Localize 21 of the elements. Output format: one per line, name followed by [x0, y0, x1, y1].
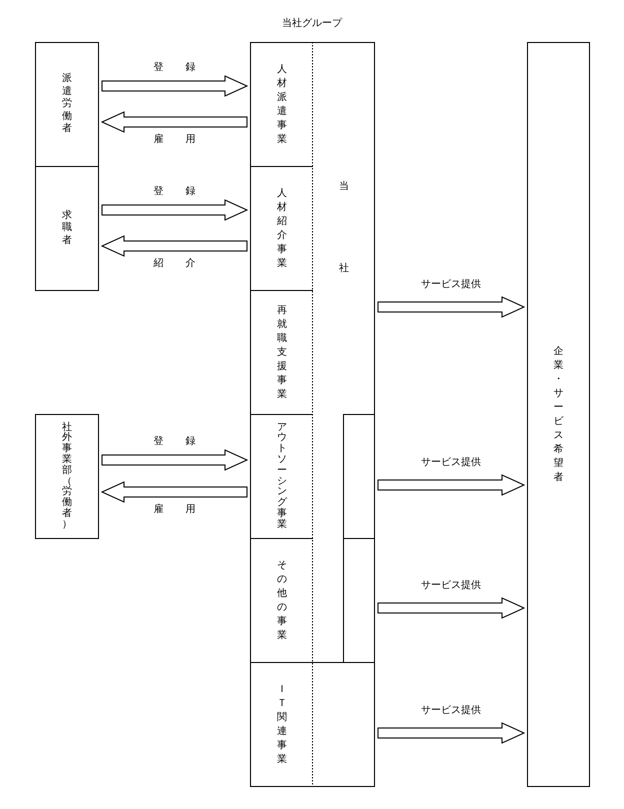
edge-label: サービス提供 [419, 455, 483, 469]
block-arrow [102, 449, 248, 471]
block-arrow [378, 474, 526, 496]
person-box: 社外事業部（労働者） [35, 414, 99, 539]
block-arrow [378, 597, 526, 619]
block-arrow [102, 199, 248, 221]
customer-box: 企業・サービス希望者 [527, 42, 590, 787]
block-arrow [100, 235, 248, 257]
block-arrow [102, 75, 248, 97]
block-arrow [378, 296, 526, 318]
edge-label: サービス提供 [419, 703, 483, 717]
subsidiary-box [343, 414, 375, 539]
person-box: 求職者 [35, 166, 99, 291]
block-arrow [100, 111, 248, 133]
edge-label: サービス提供 [419, 277, 483, 291]
company-region: 当社 [313, 42, 375, 414]
person-box: 派遣労働者 [35, 42, 99, 167]
block-arrow [100, 481, 248, 503]
edge-label: サービス提供 [419, 578, 483, 592]
diagram-title: 当社グループ [282, 16, 342, 30]
block-arrow [378, 722, 526, 744]
